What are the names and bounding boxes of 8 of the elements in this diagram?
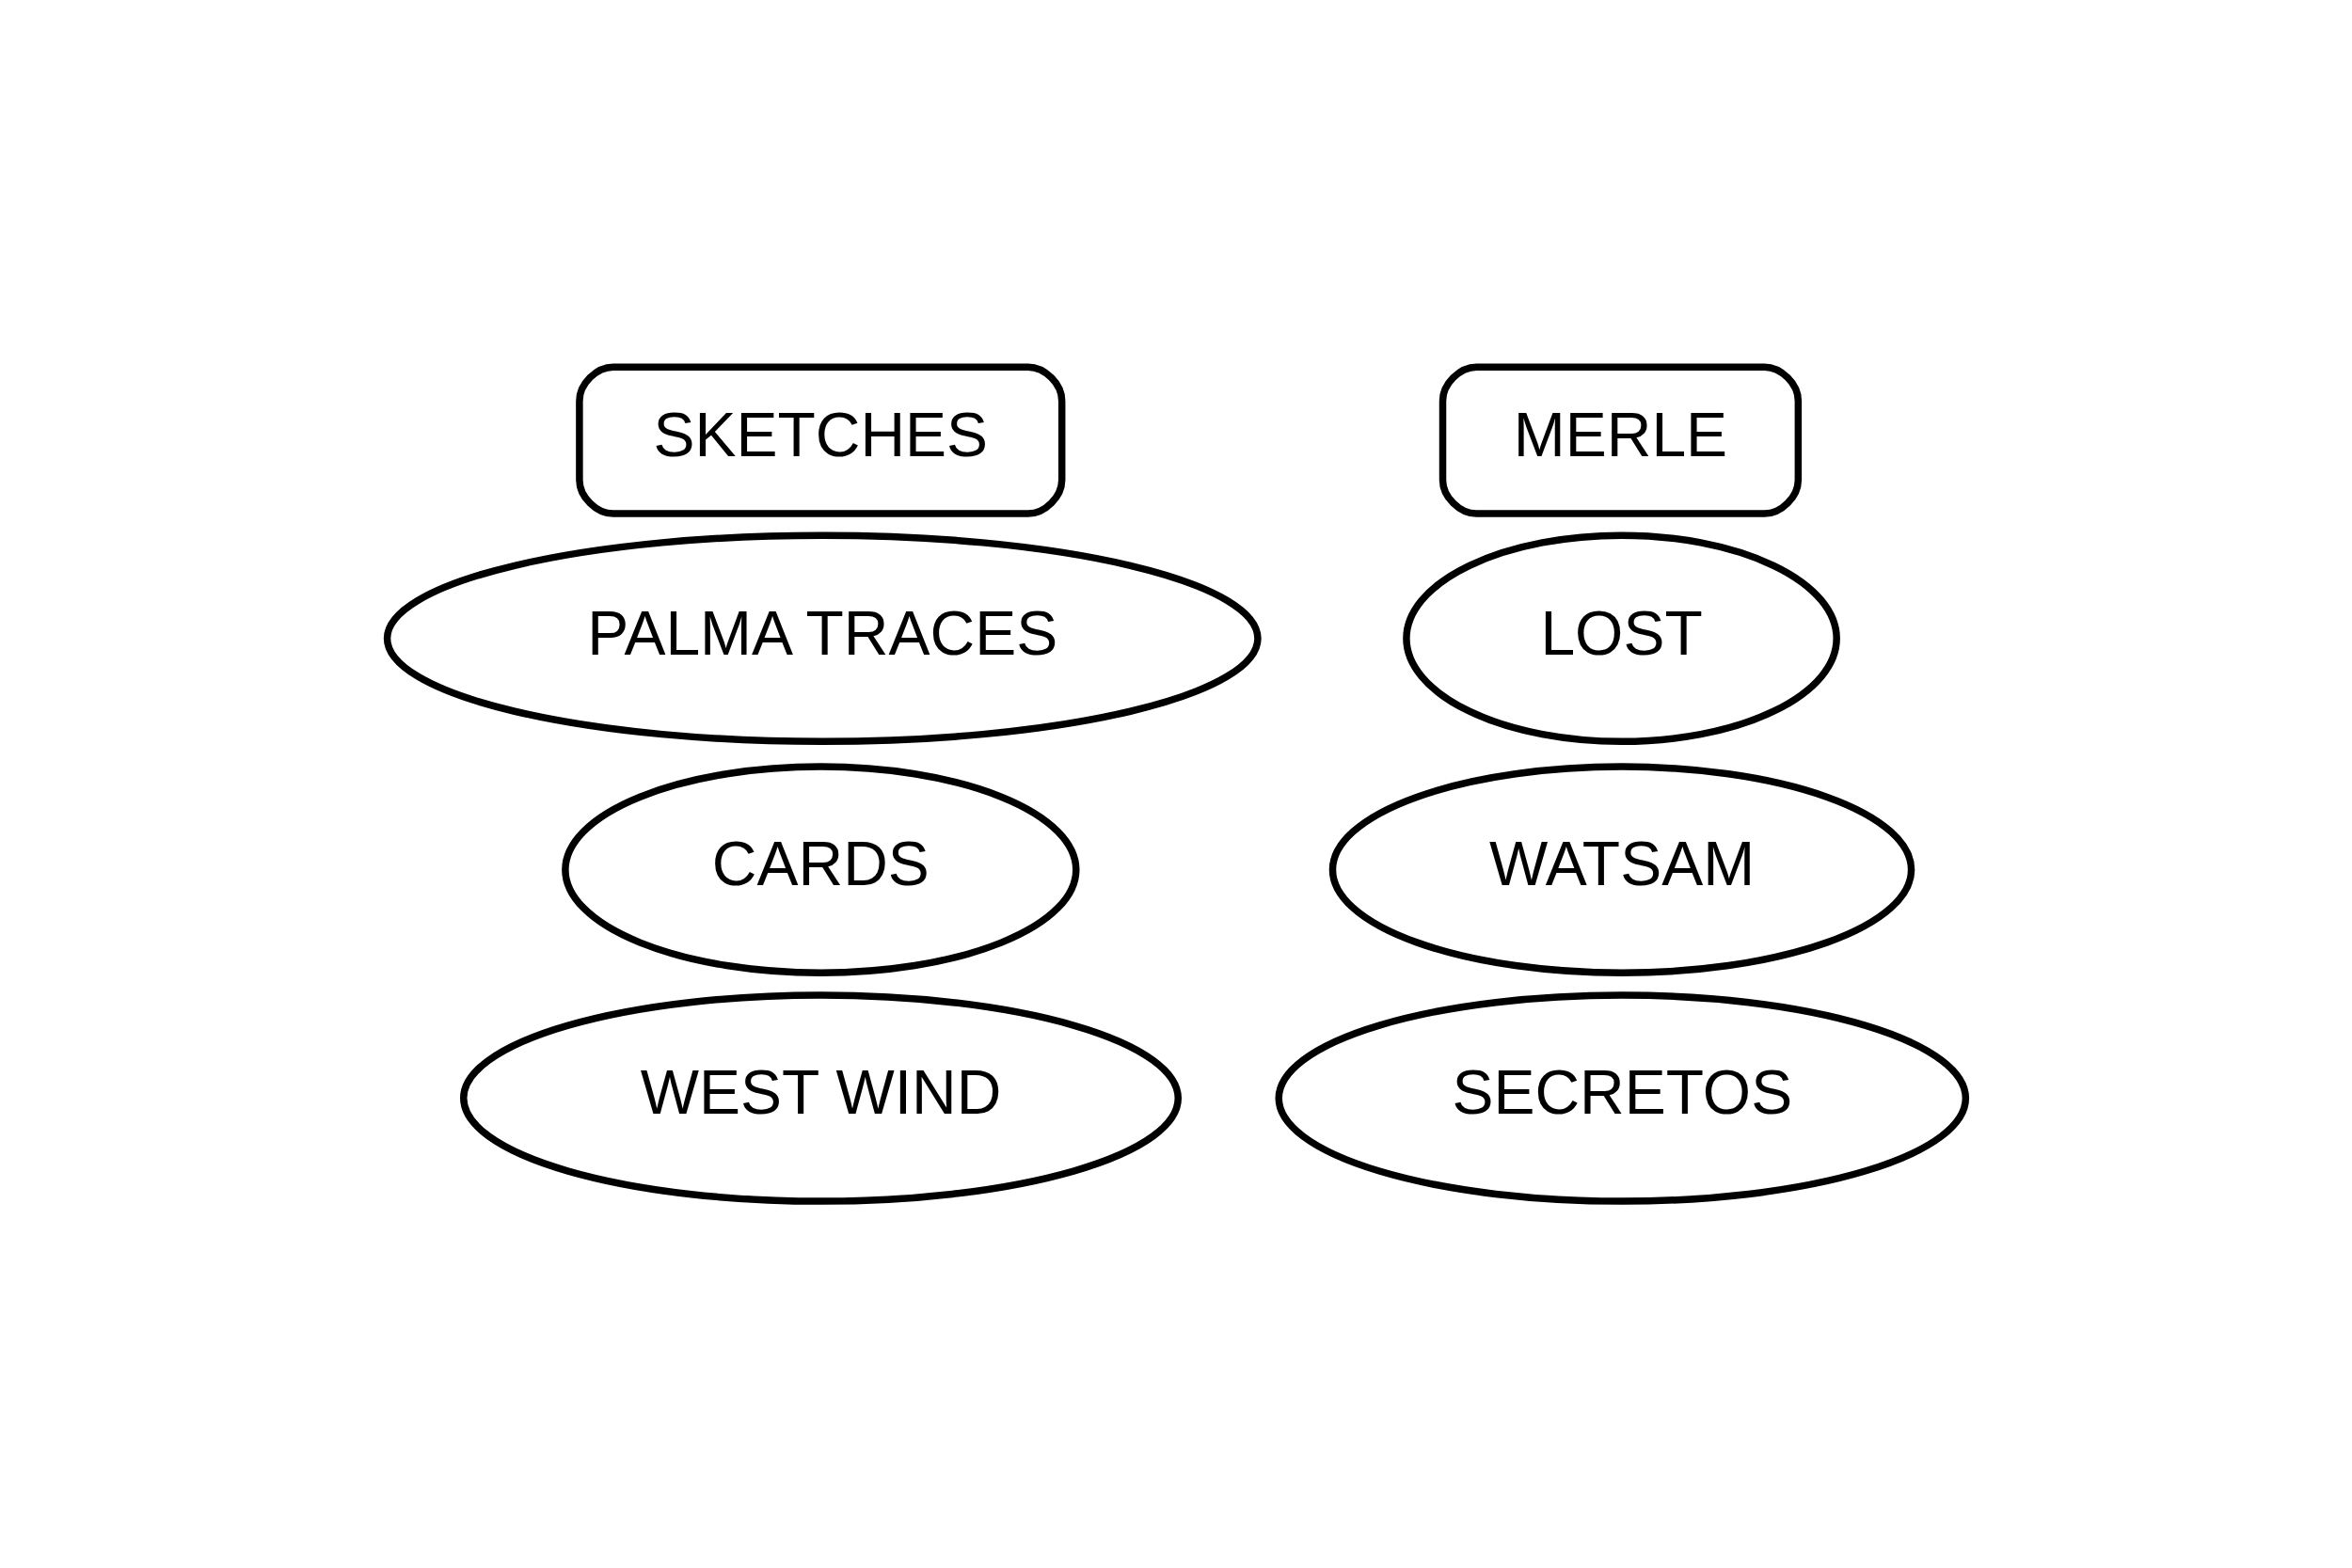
node-ellipse: PALMA TRACES xyxy=(383,531,1262,745)
node-box: SKETCHES xyxy=(575,362,1065,517)
node-ellipse: SECRETOS xyxy=(1275,990,1969,1205)
node-ellipse: WEST WIND xyxy=(459,990,1182,1205)
node-ellipse: LOST xyxy=(1402,531,1840,745)
node-ellipse: CARDS xyxy=(561,762,1080,976)
node-box: MERLE xyxy=(1438,362,1802,517)
node-ellipse: WATSAM xyxy=(1328,762,1915,976)
